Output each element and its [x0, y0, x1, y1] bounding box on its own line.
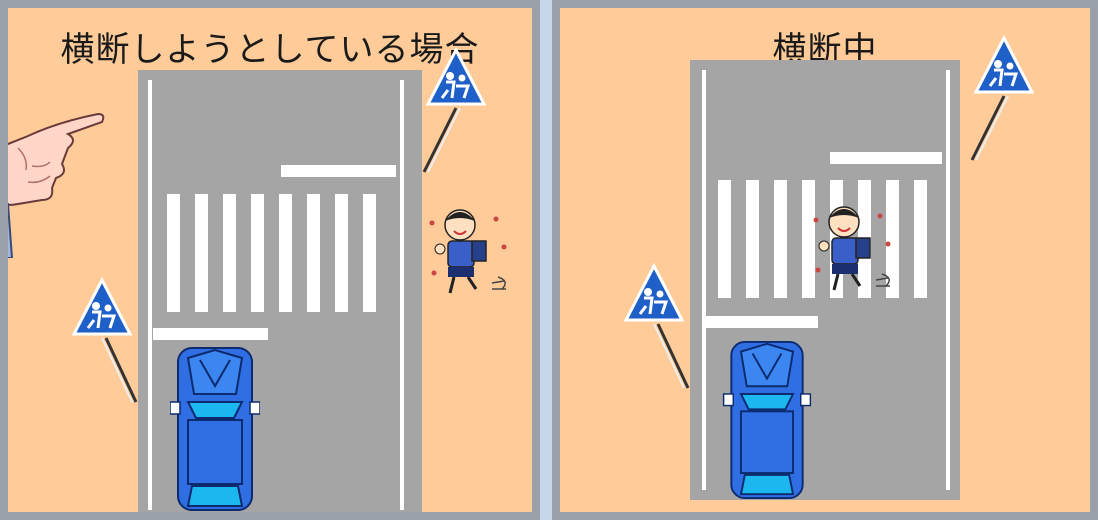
road: [138, 70, 422, 512]
stop-line: [706, 316, 818, 328]
scene-crossing: 横断中: [560, 8, 1090, 512]
crosswalk-stripe: [914, 180, 927, 298]
pedestrian-crossing-sign-icon: [422, 46, 486, 173]
pointing-hand-icon: [8, 112, 105, 258]
schoolchild-icon: [429, 209, 507, 294]
road: [690, 60, 960, 500]
car-icon: [722, 340, 812, 500]
crosswalk-stripe: [802, 180, 815, 298]
car-icon: [170, 347, 260, 511]
crosswalk-stripe: [307, 194, 320, 312]
stop-line: [281, 165, 396, 177]
pedestrian-crossing-sign-icon: [970, 34, 1034, 161]
panel-title: 横断しようとしている場合: [60, 30, 480, 70]
road-edge-line: [946, 70, 950, 490]
schoolchild-icon: [813, 206, 891, 291]
crosswalk-stripe: [363, 194, 376, 312]
stop-line: [153, 328, 268, 340]
crosswalk-stripe: [223, 194, 236, 312]
stop-line: [830, 152, 942, 164]
road-edge-line: [400, 80, 404, 510]
right-panel: 横断中: [552, 0, 1098, 520]
scene-about-to-cross: 横断しようとしている場合: [8, 8, 532, 512]
pedestrian-crossing-sign-icon: [72, 276, 138, 403]
road-edge-line: [702, 70, 706, 490]
pedestrian-crossing-sign-icon: [624, 262, 690, 389]
crosswalk-stripe: [335, 194, 348, 312]
crosswalk-stripe: [251, 194, 264, 312]
crosswalk-stripe: [718, 180, 731, 298]
crosswalk-stripe: [886, 180, 899, 298]
crosswalk-stripe: [774, 180, 787, 298]
crosswalk-stripe: [746, 180, 759, 298]
left-panel: 横断しようとしている場合: [0, 0, 540, 520]
crosswalk-stripe: [195, 194, 208, 312]
road-edge-line: [148, 80, 152, 510]
crosswalk-stripe: [279, 194, 292, 312]
crosswalk-stripe: [167, 194, 180, 312]
